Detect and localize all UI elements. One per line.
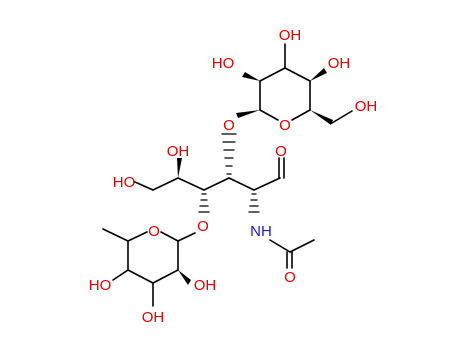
wedge-gal-c1-glycosidicO [236,110,260,118]
bond-acyl-c-ch3 [289,239,315,253]
atom-amide-nitrogen: NH [250,223,272,240]
atom-glycosidic-oxygen-top: O [223,117,235,134]
bond-n-acyl-c [269,239,291,253]
wedge-gal-c4-oh [310,68,327,81]
bond-gal-c2-c3 [259,67,286,82]
atom-fuc-ring-oxygen: O [148,223,160,240]
bond-fuc-c3-c2 [152,269,179,284]
bond-fuc-c4-oh [112,269,129,281]
bond-gal-ch2-oh [331,110,353,124]
wedge-fuc-c2-oh [178,270,191,285]
wedge-gal-c2-oh [242,72,260,81]
hash-chain-c2-N [248,193,260,213]
wedge-gal-c5-ch2 [310,110,333,125]
bond-gal-ringO-c1 [259,109,279,121]
bond-chain-c3-c4 [203,177,230,191]
hash-chain-c4-O [198,193,210,213]
atom-aldehyde-oxygen: O [275,143,287,160]
bond-chain-c4-c5 [177,177,205,191]
bond-gal-c5-ringO [291,109,311,121]
bond-chain-c2-c1 [253,177,281,191]
atom-fuc-oh2: OH [194,277,217,294]
atom-gal-oh4: OH [328,55,351,72]
bond-chain-c5-c6 [152,177,179,191]
bond-fuc-c4-c3 [127,269,154,284]
bond-chain-c3-c2 [228,177,255,191]
bond-chain-c6-oh [134,181,154,191]
atom-gal-oh3: OH [279,27,302,44]
atom-acetyl-oxygen: O [284,269,296,286]
atom-chain-oh6: HO [113,174,136,191]
atom-gal-ring-oxygen: O [279,117,291,134]
atom-fuc-oh4: HO [89,277,112,294]
wedge-chain-c5-oh [177,158,182,178]
atom-fuc-oh3: OH [142,309,165,326]
hash-chain-c3-O [221,133,237,175]
bond-fuc-ringO-c5 [127,231,148,242]
bond-gal-c3-c4 [284,67,311,82]
atom-gal-oh2: HO [212,55,235,72]
atom-label-layer: HO OH OH OH O O O OH HO O NH O O HO OH O… [89,27,378,326]
atom-glycosidic-oxygen-bottom: O [197,218,209,235]
atom-gal-ch2oh: OH [355,98,378,115]
bond-glyO-fuc-c1 [177,232,196,242]
bond-fuc-c1-ringO [160,231,179,242]
bond-layer [102,43,353,307]
atom-chain-oh5: OH [167,143,190,160]
bond-fuc-c5-ch3 [102,228,129,242]
